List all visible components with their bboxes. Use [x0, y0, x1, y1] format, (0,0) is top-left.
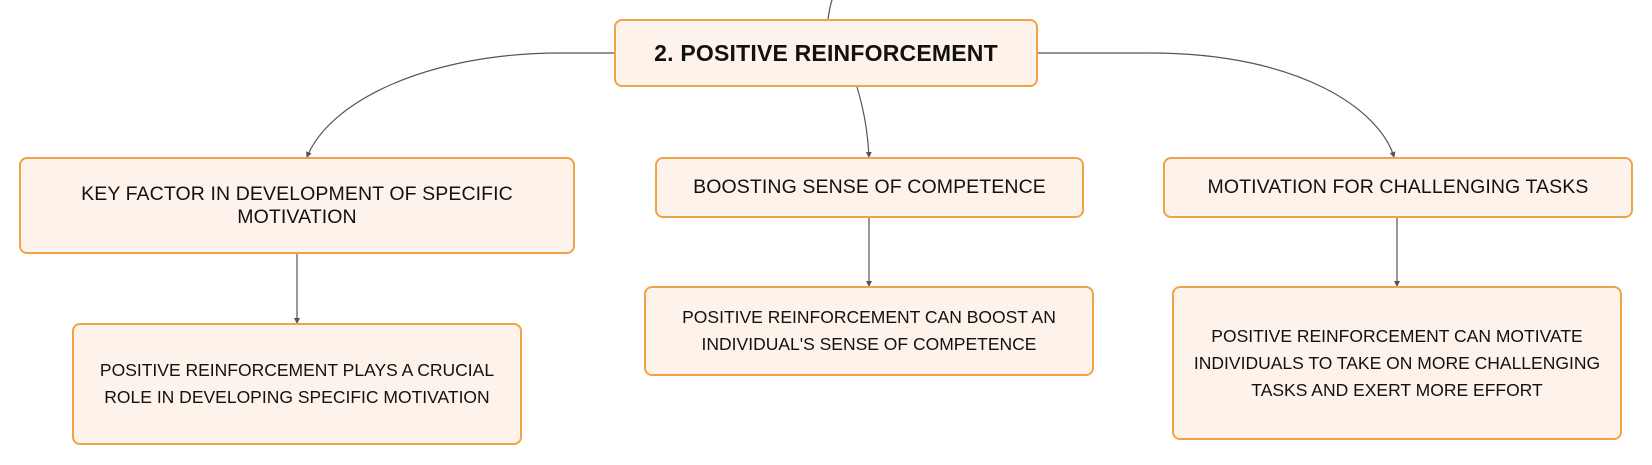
branch-node-key-factor[interactable]: KEY FACTOR IN DEVELOPMENT OF SPECIFIC MO… — [19, 157, 575, 254]
detail-node-text: POSITIVE REINFORCEMENT PLAYS A CRUCIAL R… — [99, 360, 495, 407]
root-node-positive-reinforcement[interactable]: 2. POSITIVE REINFORCEMENT — [614, 19, 1038, 87]
connector-parent-to-root — [827, 0, 833, 20]
detail-node-text: POSITIVE REINFORCEMENT CAN BOOST AN INDI… — [682, 307, 1056, 354]
connector-root-to-boosting — [856, 86, 872, 158]
detail-node-boosting-competence[interactable]: POSITIVE REINFORCEMENT CAN BOOST AN INDI… — [644, 286, 1094, 376]
connector-root-to-challenging — [1038, 52, 1396, 158]
branch-node-challenging-tasks[interactable]: MOTIVATION FOR CHALLENGING TASKS — [1163, 157, 1633, 218]
detail-node-text: POSITIVE REINFORCEMENT CAN MOTIVATE INDI… — [1193, 325, 1601, 400]
branch-node-label: BOOSTING SENSE OF COMPETENCE — [693, 176, 1046, 198]
branch-node-label: KEY FACTOR IN DEVELOPMENT OF SPECIFIC MO… — [81, 182, 513, 228]
detail-node-key-factor[interactable]: POSITIVE REINFORCEMENT PLAYS A CRUCIAL R… — [72, 323, 522, 445]
branch-node-boosting-competence[interactable]: BOOSTING SENSE OF COMPETENCE — [655, 157, 1084, 218]
connector-root-to-key-factor — [306, 52, 614, 158]
branch-node-label: MOTIVATION FOR CHALLENGING TASKS — [1207, 176, 1589, 198]
root-node-label: 2. POSITIVE REINFORCEMENT — [654, 39, 998, 66]
detail-node-challenging-tasks[interactable]: POSITIVE REINFORCEMENT CAN MOTIVATE INDI… — [1172, 286, 1622, 440]
